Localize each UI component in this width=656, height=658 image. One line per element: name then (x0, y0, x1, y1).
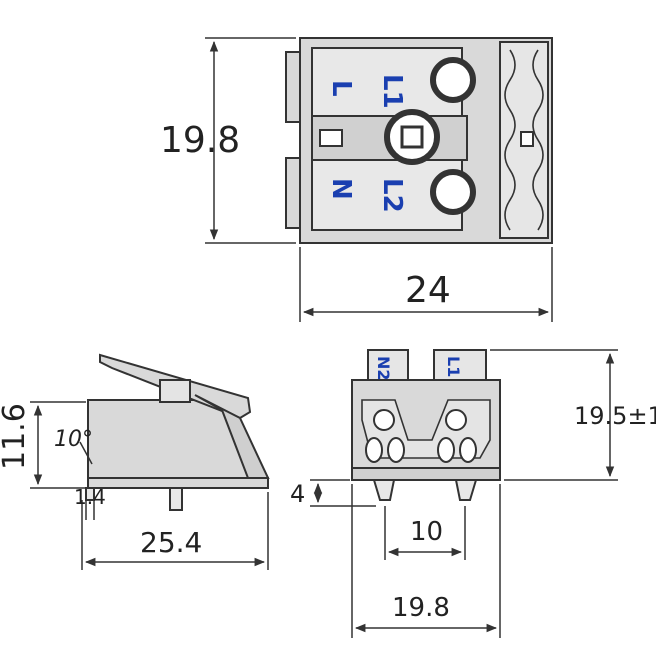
label-l1: L1 (377, 74, 407, 109)
front-view (351, 349, 501, 501)
top-view-spring-wave-2 (532, 49, 544, 231)
label-n: N (326, 178, 356, 200)
side-view-pin-center (169, 487, 183, 511)
top-view-spring-wave (504, 49, 516, 231)
front-pin-length-label: 4 (290, 480, 305, 508)
side-view-base (87, 477, 269, 489)
front-pin-right (454, 479, 478, 501)
side-view-hinge (159, 379, 191, 403)
side-pin-label: 1.4 (74, 485, 106, 509)
top-width-label: 24 (405, 270, 451, 311)
side-view (85, 353, 270, 511)
front-pitch-label: 10 (410, 517, 443, 547)
top-view-small-window (319, 129, 343, 147)
side-angle-leader (79, 441, 93, 465)
side-height-label: 11.6 (0, 403, 32, 470)
front-screw-left (373, 409, 395, 431)
top-view-left-tab-lower (285, 157, 301, 229)
top-view-screw-upper (430, 57, 476, 103)
front-tab-label-n2: N2 (374, 356, 393, 381)
front-hole-3 (437, 437, 455, 463)
label-l2: L2 (377, 178, 407, 213)
top-view-screw-lower (430, 169, 476, 215)
top-view-screw-center-slot (400, 125, 424, 149)
front-hole-4 (459, 437, 477, 463)
front-height-label: 19.5±1 (574, 402, 656, 430)
front-tab-label-l1: L1 (444, 356, 463, 377)
side-length-label: 25.4 (140, 526, 202, 559)
side-angle-label: 10° (54, 427, 93, 452)
top-view-screw-center (384, 109, 440, 165)
front-width-label: 19.8 (392, 593, 450, 623)
top-height-label: 19.8 (160, 120, 240, 161)
top-view-left-tab-upper (285, 51, 301, 123)
front-hole-1 (365, 437, 383, 463)
front-view-base (351, 467, 501, 481)
front-screw-right (445, 409, 467, 431)
label-l: L (326, 80, 356, 97)
front-pin-left (372, 479, 396, 501)
top-view (285, 37, 553, 244)
top-view-spring-notch (520, 131, 534, 147)
front-hole-2 (387, 437, 405, 463)
